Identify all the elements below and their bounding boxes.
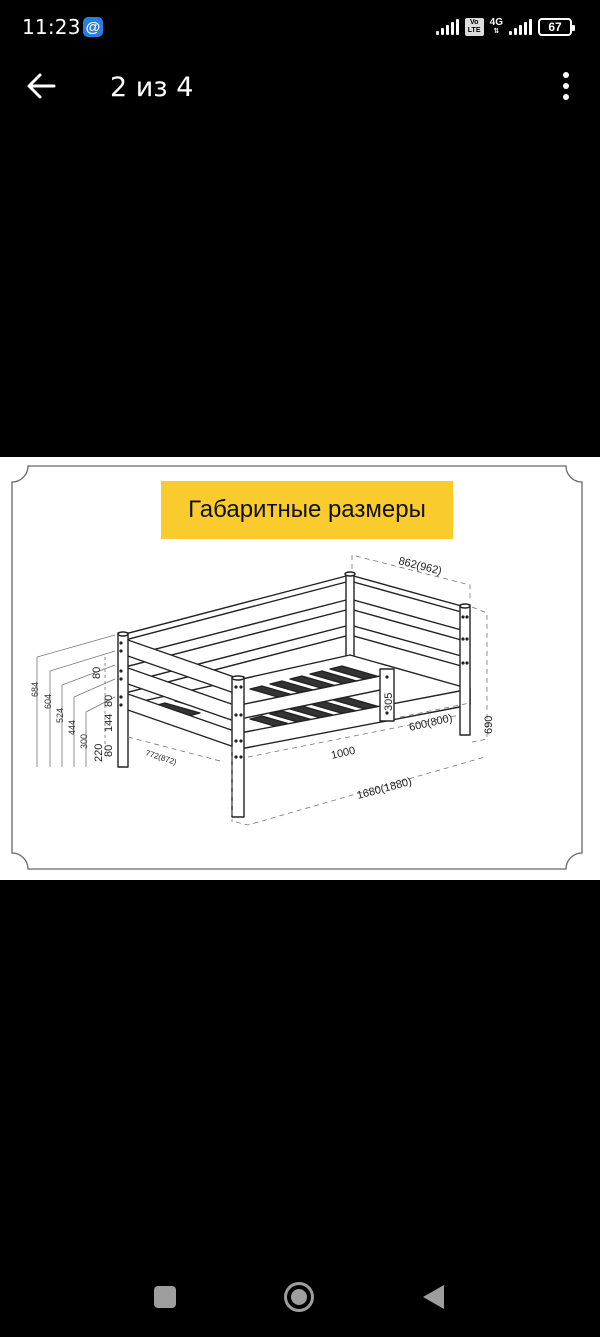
circle-home-icon[interactable] [284, 1282, 314, 1312]
dim-604: 604 [43, 694, 53, 709]
navigation-bar [0, 1257, 600, 1337]
arrow-left-icon [27, 73, 56, 99]
status-bar: 11:23 @ Vo LTE 4G ⇅ 67 [0, 0, 600, 56]
dim-524: 524 [55, 708, 65, 723]
more-vertical-icon [563, 72, 569, 78]
banner-title: Габаритные размеры [188, 496, 426, 523]
back-button[interactable] [22, 68, 62, 104]
dim-300: 300 [79, 734, 89, 749]
signal-strength-icon [435, 19, 459, 35]
signal-strength-icon-2 [509, 19, 532, 35]
image-counter-title: 2 из 4 [110, 72, 194, 103]
dim-guard-height: 305 [383, 693, 395, 711]
image-viewer[interactable]: 684 604 524 444 300 80 80 144 80 220 862… [0, 457, 600, 880]
status-time: 11:23 [22, 15, 81, 39]
dim-total-height: 690 [483, 716, 495, 734]
network-type-icon: 4G ⇅ [490, 18, 503, 36]
dim-80-mid: 80 [103, 695, 115, 707]
dim-80-low: 80 [103, 745, 115, 757]
battery-icon: 67 [538, 18, 575, 36]
status-icons: Vo LTE 4G ⇅ 67 [435, 16, 575, 38]
data-arrows-icon: ⇅ [493, 28, 500, 35]
more-options-button[interactable] [554, 68, 578, 104]
bed-dimensions-drawing: 684 604 524 444 300 80 80 144 80 220 862… [11, 465, 583, 870]
dim-80-top: 80 [91, 667, 103, 679]
dim-depth-left: 772(872) [144, 748, 178, 767]
volte-label-bottom: LTE [467, 27, 481, 34]
dim-444: 444 [67, 720, 77, 735]
battery-level: 67 [548, 20, 562, 34]
dim-144: 144 [103, 714, 115, 732]
square-recent-apps-icon[interactable] [154, 1286, 176, 1308]
at-sign-icon: @ [83, 17, 103, 37]
volte-label-top: Vo [469, 19, 479, 26]
dim-684: 684 [30, 682, 40, 697]
dim-side-width: 862(962) [397, 555, 443, 577]
dim-220: 220 [93, 744, 105, 762]
dim-total-length: 1680(1880) [356, 776, 413, 802]
title-banner: Габаритные размеры [161, 481, 453, 539]
dim-guard-length: 1000 [330, 745, 357, 762]
network-type-label: 4G [489, 17, 503, 28]
volte-icon: Vo LTE [464, 18, 484, 36]
triangle-back-icon[interactable] [423, 1285, 444, 1309]
app-bar: 2 из 4 [0, 56, 600, 120]
